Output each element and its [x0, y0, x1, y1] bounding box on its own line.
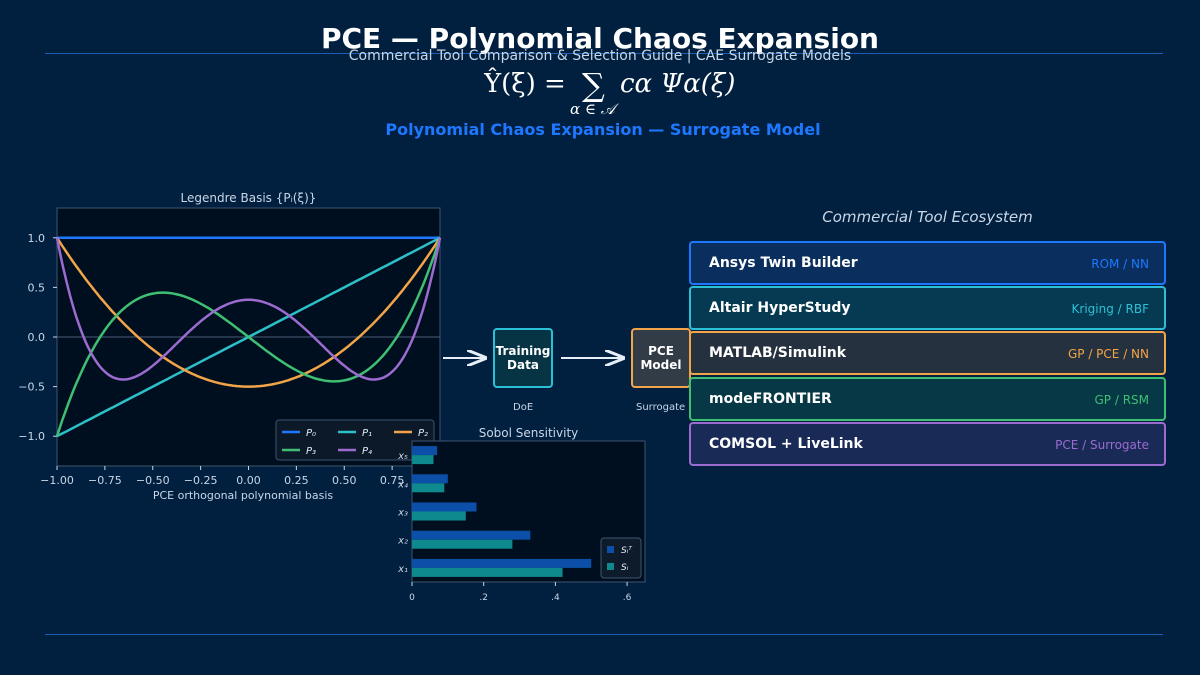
series-line-p4	[55, 237, 442, 381]
tool-card-altair: Altair HyperStudy Kriging / RBF	[689, 286, 1166, 330]
bar-st	[412, 558, 592, 568]
tool-card-comsol: COMSOL + LiveLink PCE / Surrogate	[689, 422, 1166, 466]
y-tick-label: x₁	[397, 564, 408, 575]
bar-st	[412, 502, 477, 512]
surrogate-caption: Surrogate	[636, 402, 686, 413]
doe-caption: DoE	[513, 402, 534, 413]
bar-st	[412, 530, 531, 540]
y-tick-label: x₄	[397, 479, 408, 490]
x-tick-label: 0.25	[284, 474, 309, 487]
tool-tag: GP / RSM	[1094, 393, 1149, 407]
plot-area	[411, 440, 646, 583]
tool-card-ansys: Ansys Twin Builder ROM / NN	[689, 241, 1166, 285]
tool-name: Altair HyperStudy	[709, 300, 851, 316]
y-tick-label: x₅	[397, 451, 408, 462]
tool-tag: Kriging / RBF	[1071, 302, 1149, 316]
footer-rule	[45, 634, 1163, 635]
legend-label: Sᵢᵀ	[621, 546, 632, 556]
bar-si	[412, 539, 513, 549]
tool-tag: ROM / NN	[1091, 257, 1149, 271]
plot-area	[56, 207, 441, 467]
y-tick-label: 1.0	[28, 232, 46, 245]
pce-formula: Ŷ(ξ) = ∑ α ∈ 𝒜 cα Ψα(ξ)	[484, 66, 735, 118]
chart-title: Legendre Basis {Pᵢ(ξ)}	[181, 191, 317, 205]
formula-term: cα Ψα(ξ)	[620, 69, 735, 99]
x-tick-label: −0.50	[136, 474, 170, 487]
x-axis-label: PCE orthogonal polynomial basis	[153, 489, 334, 502]
page-title: PCE — Polynomial Chaos Expansion	[320, 22, 879, 55]
x-tick-label: 0	[409, 593, 415, 603]
tool-name: COMSOL + LiveLink	[709, 436, 863, 452]
series-line-p1	[56, 236, 441, 438]
x-tick-label: −1.00	[40, 474, 74, 487]
x-tick-label: 0.50	[332, 474, 357, 487]
formula-caption: Polynomial Chaos Expansion — Surrogate M…	[385, 120, 821, 139]
formula-sum: ∑	[582, 66, 605, 104]
tool-card-matlab: MATLAB/Simulink GP / PCE / NN	[689, 331, 1166, 375]
x-tick-label: −0.75	[88, 474, 122, 487]
chart-title: Sobol Sensitivity	[479, 426, 579, 440]
bar-si	[412, 483, 445, 493]
legend-box	[275, 419, 435, 461]
y-tick-label: x₃	[397, 508, 408, 519]
x-tick-label: .4	[551, 593, 560, 603]
tool-tag: GP / PCE / NN	[1067, 347, 1149, 361]
tool-name: modeFRONTIER	[709, 391, 832, 407]
formula-lhs: Ŷ(ξ) =	[484, 67, 566, 99]
legend-label: P₃	[306, 446, 316, 457]
y-tick-label: x₂	[397, 536, 408, 547]
header-rule-top	[45, 53, 1163, 54]
legend-label: P₁	[362, 428, 372, 439]
x-tick-label: 0.75	[380, 474, 405, 487]
tool-name: Ansys Twin Builder	[709, 255, 858, 271]
y-tick-label: 0.0	[28, 331, 46, 344]
series-line-p2	[55, 237, 442, 388]
tool-name: MATLAB/Simulink	[709, 345, 847, 361]
x-tick-label: .2	[479, 593, 488, 603]
bar-si	[412, 511, 466, 521]
legend-swatch	[607, 563, 614, 570]
page-subtitle: Commercial Tool Comparison & Selection G…	[348, 48, 852, 64]
series-line-p3	[55, 237, 442, 437]
legend-box	[600, 537, 642, 579]
legend-label: P₂	[418, 428, 428, 439]
legend-label: Sᵢ	[621, 563, 629, 573]
bar-st	[412, 474, 448, 484]
bar-si	[412, 455, 434, 465]
pce-model-box: PCE Model	[631, 328, 691, 388]
legend-swatch	[607, 546, 614, 553]
x-tick-label: −0.25	[184, 474, 218, 487]
training-data-box: Training Data	[493, 328, 553, 388]
legend-label: P₀	[306, 428, 316, 439]
bar-si	[412, 567, 563, 577]
y-tick-label: −1.0	[18, 430, 45, 443]
bar-st	[412, 446, 438, 456]
y-tick-label: −0.5	[18, 381, 45, 394]
x-tick-label: 0.00	[236, 474, 261, 487]
y-tick-label: 0.5	[28, 281, 46, 294]
tool-card-modefrontier: modeFRONTIER GP / RSM	[689, 377, 1166, 421]
ecosystem-title: Commercial Tool Ecosystem	[822, 208, 1033, 226]
tool-tag: PCE / Surrogate	[1055, 438, 1149, 452]
formula-index: α ∈ 𝒜	[570, 100, 620, 118]
x-tick-label: .6	[623, 593, 632, 603]
legend-label: P₄	[362, 446, 372, 457]
